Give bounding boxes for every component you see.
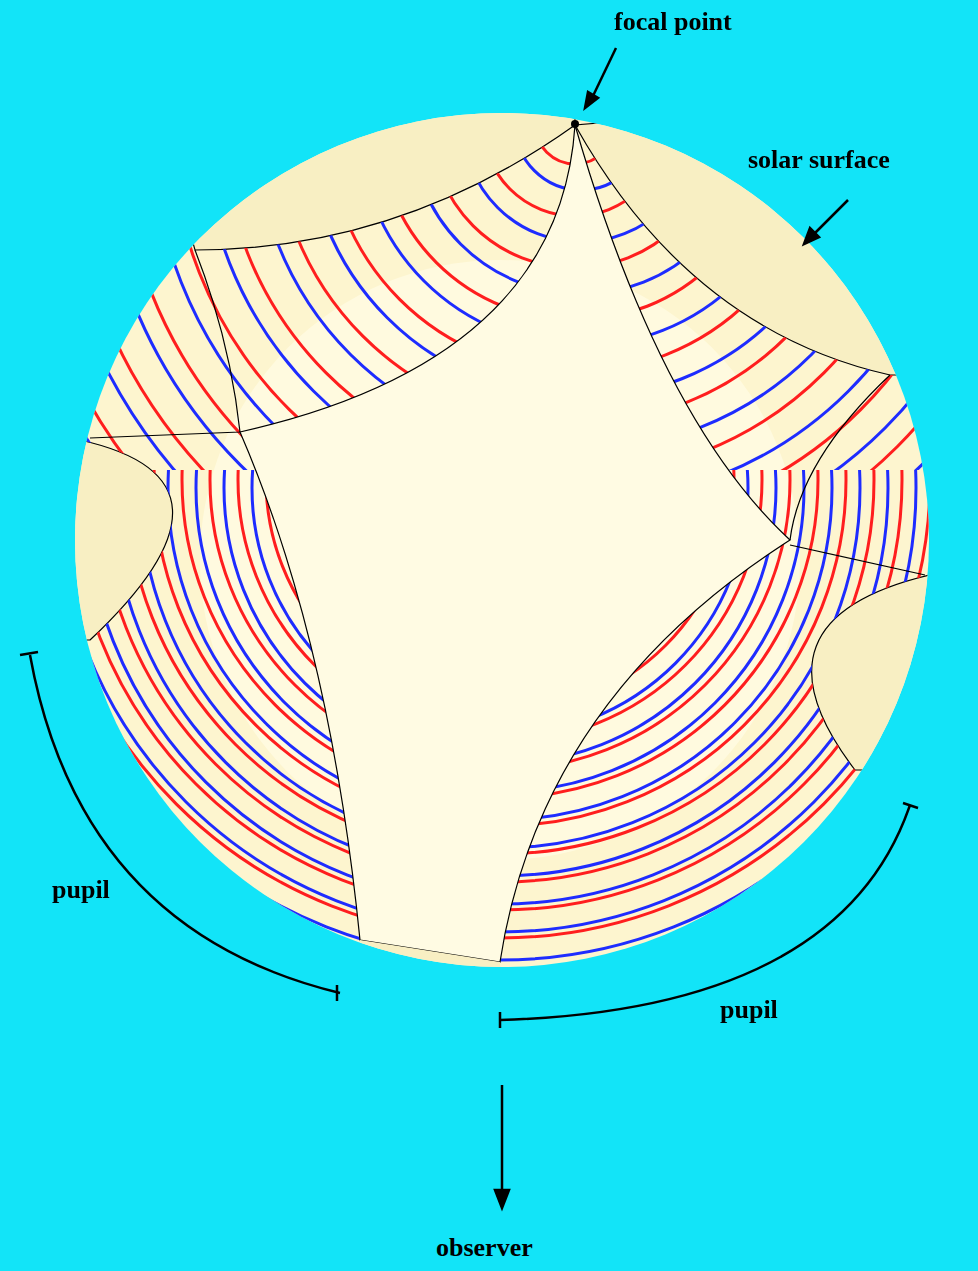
pupil-label: pupil bbox=[720, 996, 778, 1025]
pointer-arrows bbox=[495, 48, 848, 1208]
focal-label: focal point bbox=[614, 8, 732, 37]
central-region bbox=[240, 125, 790, 962]
pupil-brackets bbox=[20, 652, 918, 1028]
bottom-band bbox=[360, 940, 500, 990]
focal-dot bbox=[571, 120, 579, 128]
surface-label: solar surface bbox=[748, 146, 890, 175]
pupil-label: pupil bbox=[52, 876, 110, 905]
observer-label: observer bbox=[436, 1234, 533, 1263]
boundary-lines bbox=[90, 250, 925, 575]
